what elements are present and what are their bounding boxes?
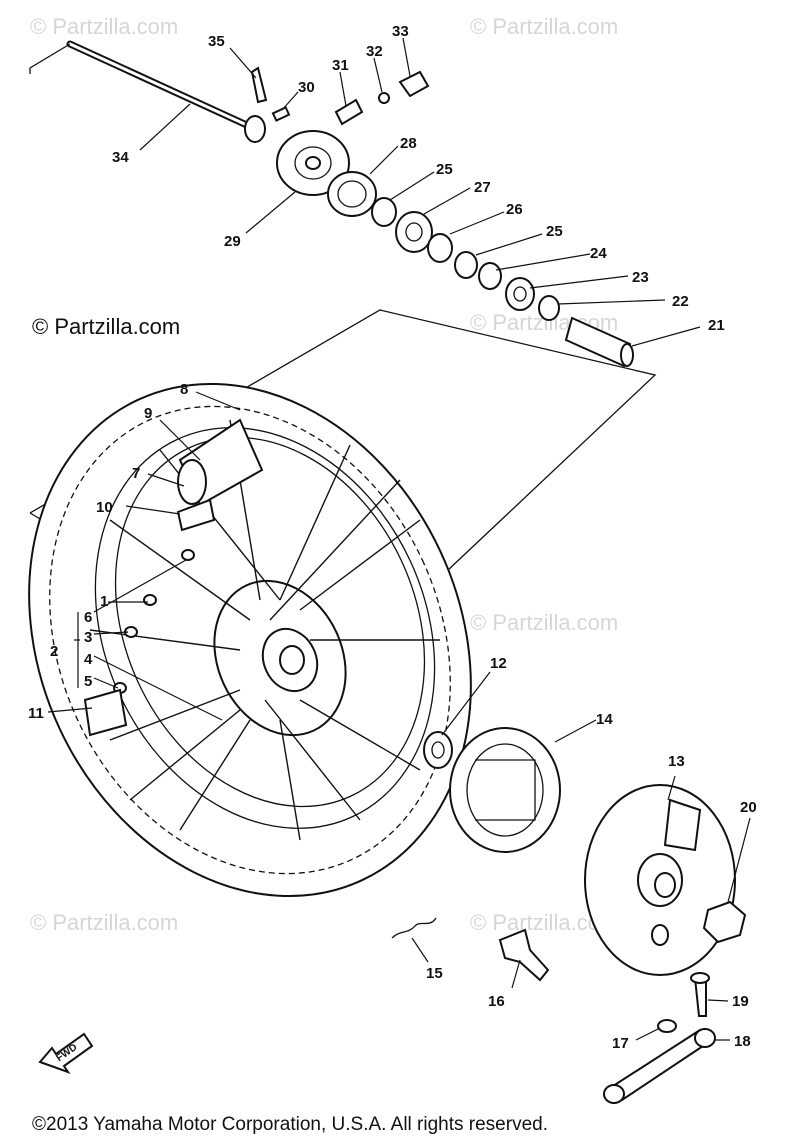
- callout-12: 12: [490, 655, 507, 672]
- wheel-assembly: [28, 382, 472, 898]
- bearing-stack: [371, 197, 560, 321]
- callout-25-top: 25: [436, 161, 453, 178]
- callout-20: 20: [740, 799, 757, 816]
- callout-31: 31: [332, 57, 349, 74]
- callout-27: 27: [474, 179, 491, 196]
- watermark-center-right: © Partzilla.com: [470, 610, 618, 635]
- hub-bearing: [423, 731, 453, 769]
- callout-17: 17: [612, 1035, 629, 1052]
- callout-25-bottom: 25: [546, 223, 563, 240]
- callout-3: 3: [84, 629, 92, 646]
- watermark-top-left: © Partzilla.com: [30, 14, 178, 39]
- callout-2: 2: [50, 643, 58, 660]
- callout-15: 15: [426, 965, 443, 982]
- cam-lever: [603, 972, 716, 1104]
- callout-24: 24: [590, 245, 607, 262]
- callout-34: 34: [112, 149, 129, 166]
- callout-11: 11: [28, 705, 44, 722]
- spacer: [564, 316, 634, 368]
- callout-8: 8: [180, 381, 188, 398]
- callout-6: 6: [84, 609, 92, 626]
- callout-32: 32: [366, 43, 383, 60]
- callout-16: 16: [488, 993, 505, 1010]
- fwd-arrow-icon: FWD: [38, 1032, 94, 1074]
- callout-14: 14: [596, 711, 613, 728]
- return-spring: [391, 917, 437, 939]
- callout-10: 10: [96, 499, 113, 516]
- copyright-text: ©2013 Yamaha Motor Corporation, U.S.A. A…: [32, 1114, 548, 1135]
- callout-21: 21: [708, 317, 725, 334]
- callout-7: 7: [132, 465, 140, 482]
- axle: [29, 40, 266, 143]
- callout-19: 19: [732, 993, 749, 1010]
- callout-5: 5: [84, 673, 92, 690]
- spoke-nipples: [83, 549, 195, 737]
- callout-4: 4: [84, 651, 93, 668]
- callout-33: 33: [392, 23, 409, 40]
- leader-lines: [47, 37, 751, 1041]
- axle-nut: [702, 900, 747, 944]
- callout-18: 18: [734, 1033, 751, 1050]
- callout-1: 1: [100, 593, 108, 610]
- callout-9: 9: [144, 405, 152, 422]
- oil-seal: [327, 171, 377, 217]
- callouts: 35 30 31 32 33 34 29 28 25 27 26 25 24 2…: [28, 23, 757, 1052]
- watermark-main: © Partzilla.com: [32, 314, 180, 339]
- callout-29: 29: [224, 233, 241, 250]
- tube-and-rimband: [176, 418, 264, 532]
- callout-22: 22: [672, 293, 689, 310]
- brake-plate: [584, 784, 736, 976]
- watermark-top-right: © Partzilla.com: [470, 14, 618, 39]
- speedometer-parts: [271, 70, 430, 126]
- cotter-pin: [250, 66, 268, 104]
- callout-28: 28: [400, 135, 417, 152]
- brake-camshaft: [498, 928, 550, 982]
- callout-13: 13: [668, 753, 685, 770]
- brake-shoes: [449, 727, 561, 853]
- callout-23: 23: [632, 269, 649, 286]
- callout-30: 30: [298, 79, 315, 96]
- callout-35: 35: [208, 33, 225, 50]
- watermark-bottom-left: © Partzilla.com: [30, 910, 178, 935]
- gear-housing: [276, 130, 350, 196]
- callout-26: 26: [506, 201, 523, 218]
